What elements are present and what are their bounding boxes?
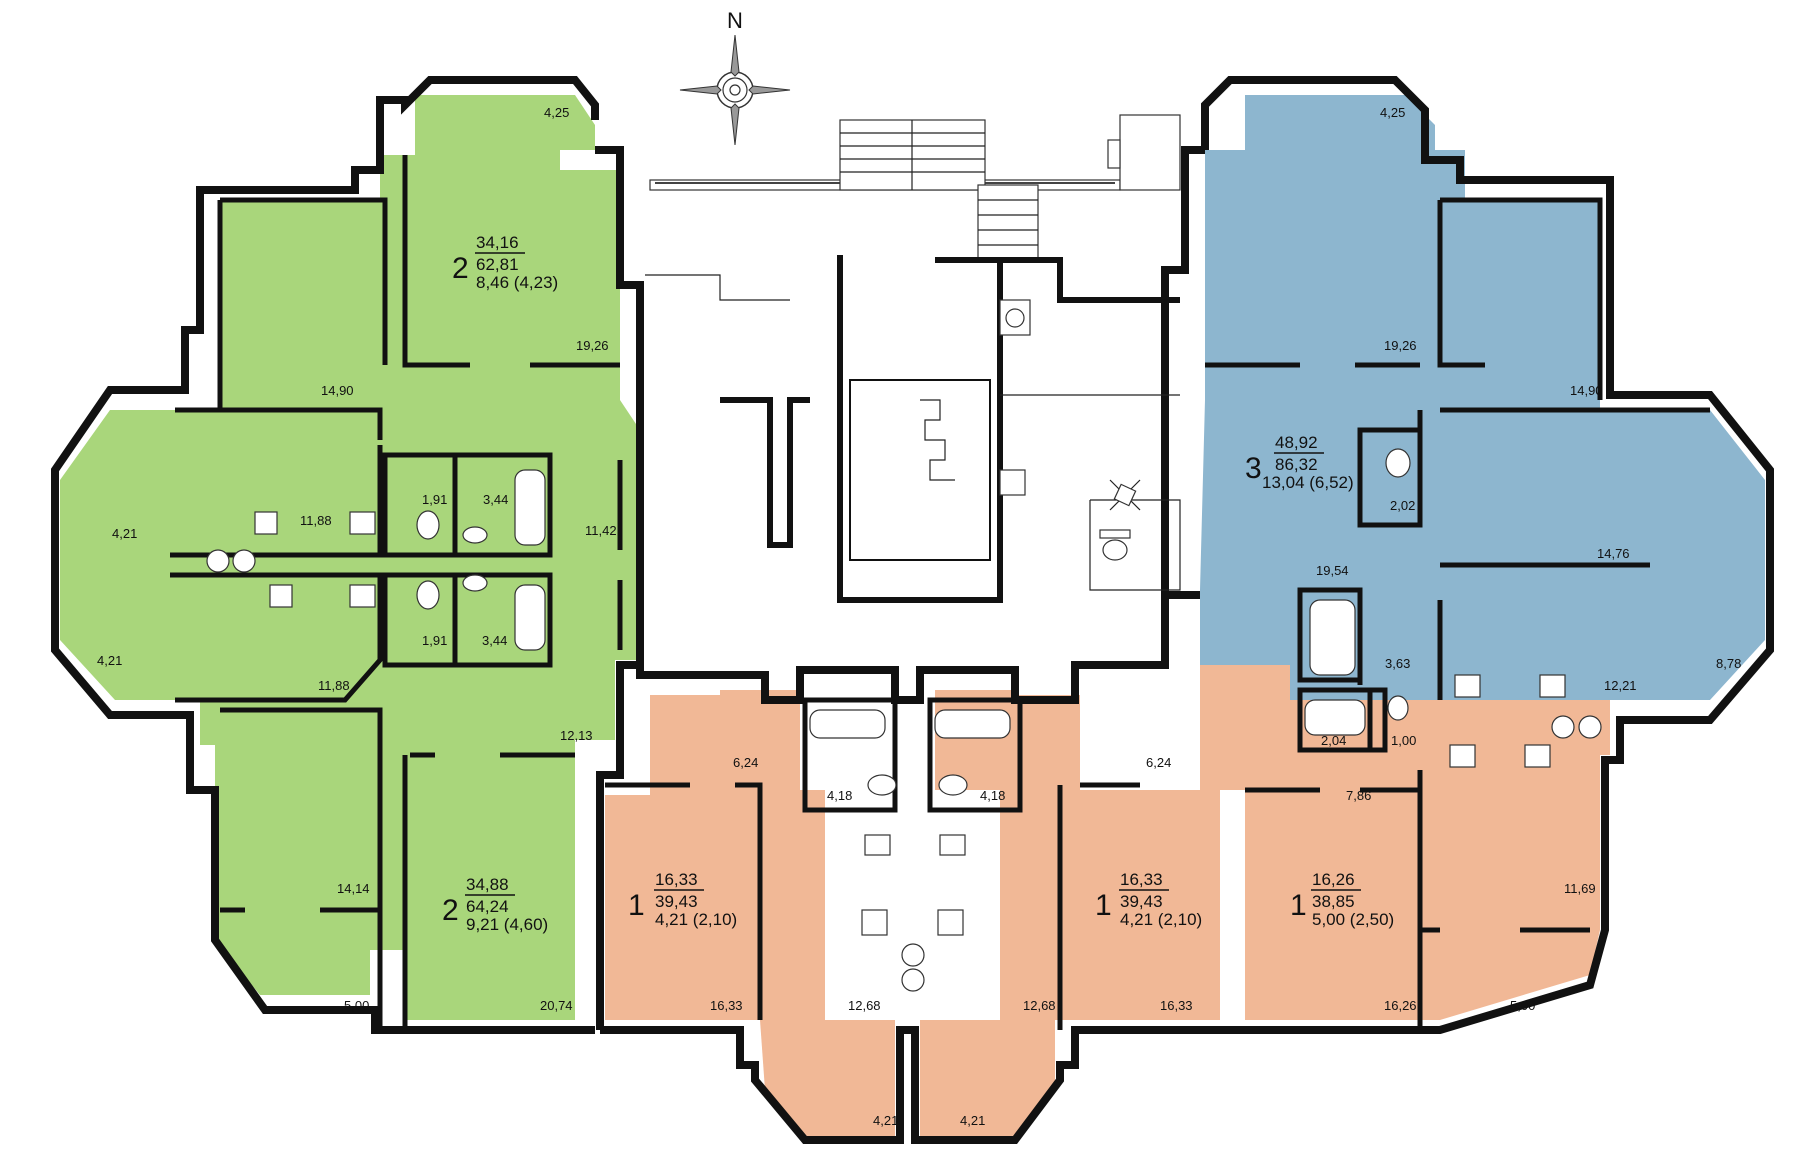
area-g-kitchen-bottom: 11,88 <box>318 678 350 693</box>
apartment-summary-green-bottom: 2 34,88 64,24 9,21 (4,60) <box>442 875 548 934</box>
apartment-summary-peach-c: 1 16,26 38,85 5,00 (2,50) <box>1290 870 1394 929</box>
svg-text:3: 3 <box>1245 452 1262 485</box>
compass-rose-icon <box>679 34 791 146</box>
area-pc-bath: 2,04 <box>1321 733 1346 748</box>
area-b-hall: 19,54 <box>1316 563 1349 578</box>
area-b-room-19: 19,26 <box>1384 338 1417 353</box>
svg-text:4,21 (2,10): 4,21 (2,10) <box>655 910 737 929</box>
exterior-walls <box>51 76 1774 1144</box>
apartment-summary-green-top: 2 34,16 62,81 8,46 (4,23) <box>452 233 558 292</box>
svg-text:16,26: 16,26 <box>1312 870 1355 889</box>
area-pc-kitchen: 11,69 <box>1564 881 1596 896</box>
area-b-wc: 2,02 <box>1390 498 1415 513</box>
area-g-room-14: 14,90 <box>321 383 354 398</box>
svg-text:1: 1 <box>628 889 645 922</box>
area-pa-bath: 4,18 <box>827 788 852 803</box>
svg-text:13,04 (6,52): 13,04 (6,52) <box>1262 473 1354 492</box>
area-g-balcony-bottom: 5,00 <box>344 998 369 1013</box>
area-pb-room: 16,33 <box>1160 998 1193 1013</box>
svg-text:39,43: 39,43 <box>1120 892 1163 911</box>
svg-text:48,92: 48,92 <box>1275 433 1318 452</box>
area-pa-balcony: 4,21 <box>873 1113 898 1128</box>
fixtures <box>206 448 1602 992</box>
apartment-summary-peach-b: 1 16,33 39,43 4,21 (2,10) <box>1095 870 1202 929</box>
area-b-room-1476: 14,76 <box>1597 546 1630 561</box>
svg-text:16,33: 16,33 <box>655 870 698 889</box>
area-pc-balcony: 5,00 <box>1510 998 1535 1013</box>
area-pa-kitchen: 12,68 <box>848 998 881 1013</box>
svg-text:9,21 (4,60): 9,21 (4,60) <box>466 915 548 934</box>
svg-text:62,81: 62,81 <box>476 255 519 274</box>
svg-text:34,16: 34,16 <box>476 233 519 252</box>
area-b-room-14: 14,90 <box>1570 383 1603 398</box>
svg-text:8,46 (4,23): 8,46 (4,23) <box>476 273 558 292</box>
blue-apartment-fill <box>1200 95 1765 700</box>
svg-text:1: 1 <box>1095 889 1112 922</box>
entrance-canopy <box>649 114 1181 261</box>
apartment-summary-peach-a: 1 16,33 39,43 4,21 (2,10) <box>628 870 737 929</box>
area-g-bay-left-bottom: 4,21 <box>97 653 122 668</box>
area-pb-balcony: 4,21 <box>960 1113 985 1128</box>
area-pb-bath: 4,18 <box>980 788 1005 803</box>
area-g-bay-top: 4,25 <box>544 105 569 120</box>
area-g-room-20: 20,74 <box>540 998 573 1013</box>
area-g-wc-bottom: 1,91 <box>422 633 447 648</box>
svg-text:2: 2 <box>452 252 469 285</box>
area-g-bath-bottom: 3,44 <box>482 633 507 648</box>
svg-text:86,32: 86,32 <box>1275 455 1318 474</box>
compass-north-label: N <box>727 8 743 33</box>
peach-apartments-fill <box>605 665 1610 1140</box>
svg-text:4,21 (2,10): 4,21 (2,10) <box>1120 910 1202 929</box>
svg-text:16,33: 16,33 <box>1120 870 1163 889</box>
svg-text:2: 2 <box>442 894 459 927</box>
room-area-labels: 4,25 19,26 14,90 11,88 4,21 1,91 3,44 11… <box>97 105 1741 1128</box>
svg-text:38,85: 38,85 <box>1312 892 1355 911</box>
area-pa-room: 16,33 <box>710 998 743 1013</box>
svg-text:64,24: 64,24 <box>466 897 509 916</box>
area-g-room-19: 19,26 <box>576 338 609 353</box>
svg-text:5,00 (2,50): 5,00 (2,50) <box>1312 910 1394 929</box>
area-b-bay-right: 8,78 <box>1716 656 1741 671</box>
svg-text:34,88: 34,88 <box>466 875 509 894</box>
area-pa-hall: 6,24 <box>733 755 758 770</box>
area-g-room-1414: 14,14 <box>337 881 370 896</box>
area-g-bath-top: 3,44 <box>483 492 508 507</box>
area-pb-hall: 6,24 <box>1146 755 1171 770</box>
central-core <box>645 255 1181 603</box>
area-pc-room: 16,26 <box>1384 998 1417 1013</box>
area-g-kitchen-top: 11,88 <box>300 513 332 528</box>
area-b-bay-top: 4,25 <box>1380 105 1405 120</box>
area-g-bay-left-top: 4,21 <box>112 526 137 541</box>
area-g-wc-top: 1,91 <box>422 492 447 507</box>
area-g-hall-top: 11,42 <box>585 523 617 538</box>
area-pc-hall: 7,86 <box>1346 788 1371 803</box>
svg-text:39,43: 39,43 <box>655 892 698 911</box>
area-g-hall-bottom: 12,13 <box>560 728 593 743</box>
area-pb-kitchen: 12,68 <box>1023 998 1056 1013</box>
area-b-kitchen: 12,21 <box>1604 678 1637 693</box>
svg-text:1: 1 <box>1290 889 1307 922</box>
area-b-bath: 3,63 <box>1385 656 1410 671</box>
apartment-summary-blue: 3 48,92 86,32 13,04 (6,52) <box>1245 433 1354 492</box>
area-pc-wc: 1,00 <box>1391 733 1416 748</box>
